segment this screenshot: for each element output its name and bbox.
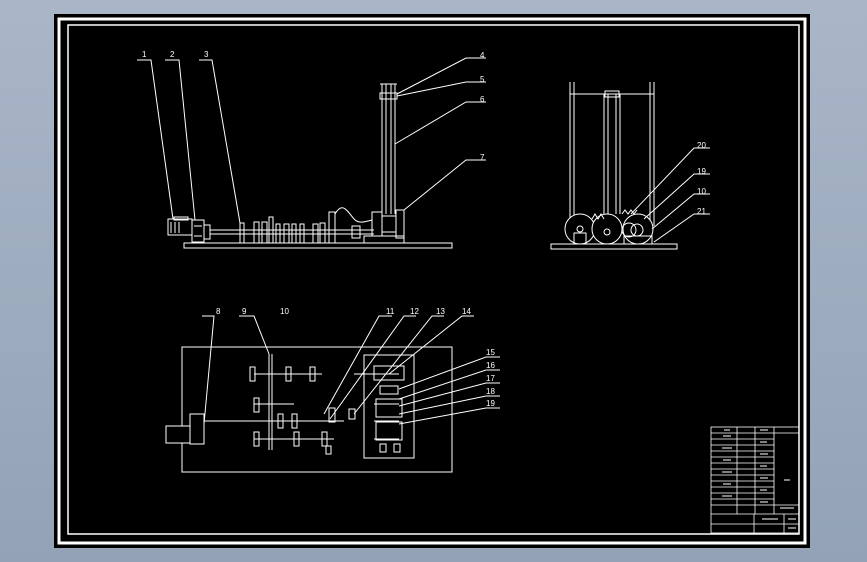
- callout-10: 10: [697, 187, 706, 196]
- inner-frame: [67, 24, 800, 535]
- callout-3: 3: [204, 50, 209, 59]
- callout-6: 6: [480, 95, 485, 104]
- callout-17: 17: [486, 374, 495, 383]
- callout-18: 18: [486, 387, 495, 396]
- callout-19: 19: [697, 167, 706, 176]
- outer-border: [57, 17, 807, 545]
- callout-20: 20: [697, 141, 706, 150]
- plan-view-callouts: 8 9 10 11 12 13 14 15 16 17 18 19: [216, 307, 495, 408]
- callout-13: 13: [436, 307, 445, 316]
- callout-10: 10: [280, 307, 289, 316]
- plan-view: [165, 315, 500, 473]
- front-elevation-view: [137, 57, 486, 249]
- side-view-callouts: 20 19 10 21: [697, 141, 706, 216]
- callout-8: 8: [216, 307, 221, 316]
- callout-14: 14: [462, 307, 471, 316]
- callout-21: 21: [697, 207, 706, 216]
- callout-7: 7: [480, 153, 485, 162]
- callout-1: 1: [142, 50, 147, 59]
- side-view: [550, 82, 710, 250]
- callout-4: 4: [480, 51, 485, 60]
- callout-12: 12: [410, 307, 419, 316]
- front-elevation-callouts: 1 2 3 4 5 6 7: [142, 50, 485, 162]
- callout-9: 9: [242, 307, 247, 316]
- callout-15: 15: [486, 348, 495, 357]
- callout-5: 5: [480, 75, 485, 84]
- drawing-sheet: 1 2 3 4 5 6 7: [54, 14, 810, 548]
- title-block: [710, 426, 800, 534]
- callout-16: 16: [486, 361, 495, 370]
- callout-11: 11: [386, 307, 395, 316]
- drawing-canvas: 1 2 3 4 5 6 7: [57, 17, 807, 545]
- callout-19: 19: [486, 399, 495, 408]
- callout-2: 2: [170, 50, 175, 59]
